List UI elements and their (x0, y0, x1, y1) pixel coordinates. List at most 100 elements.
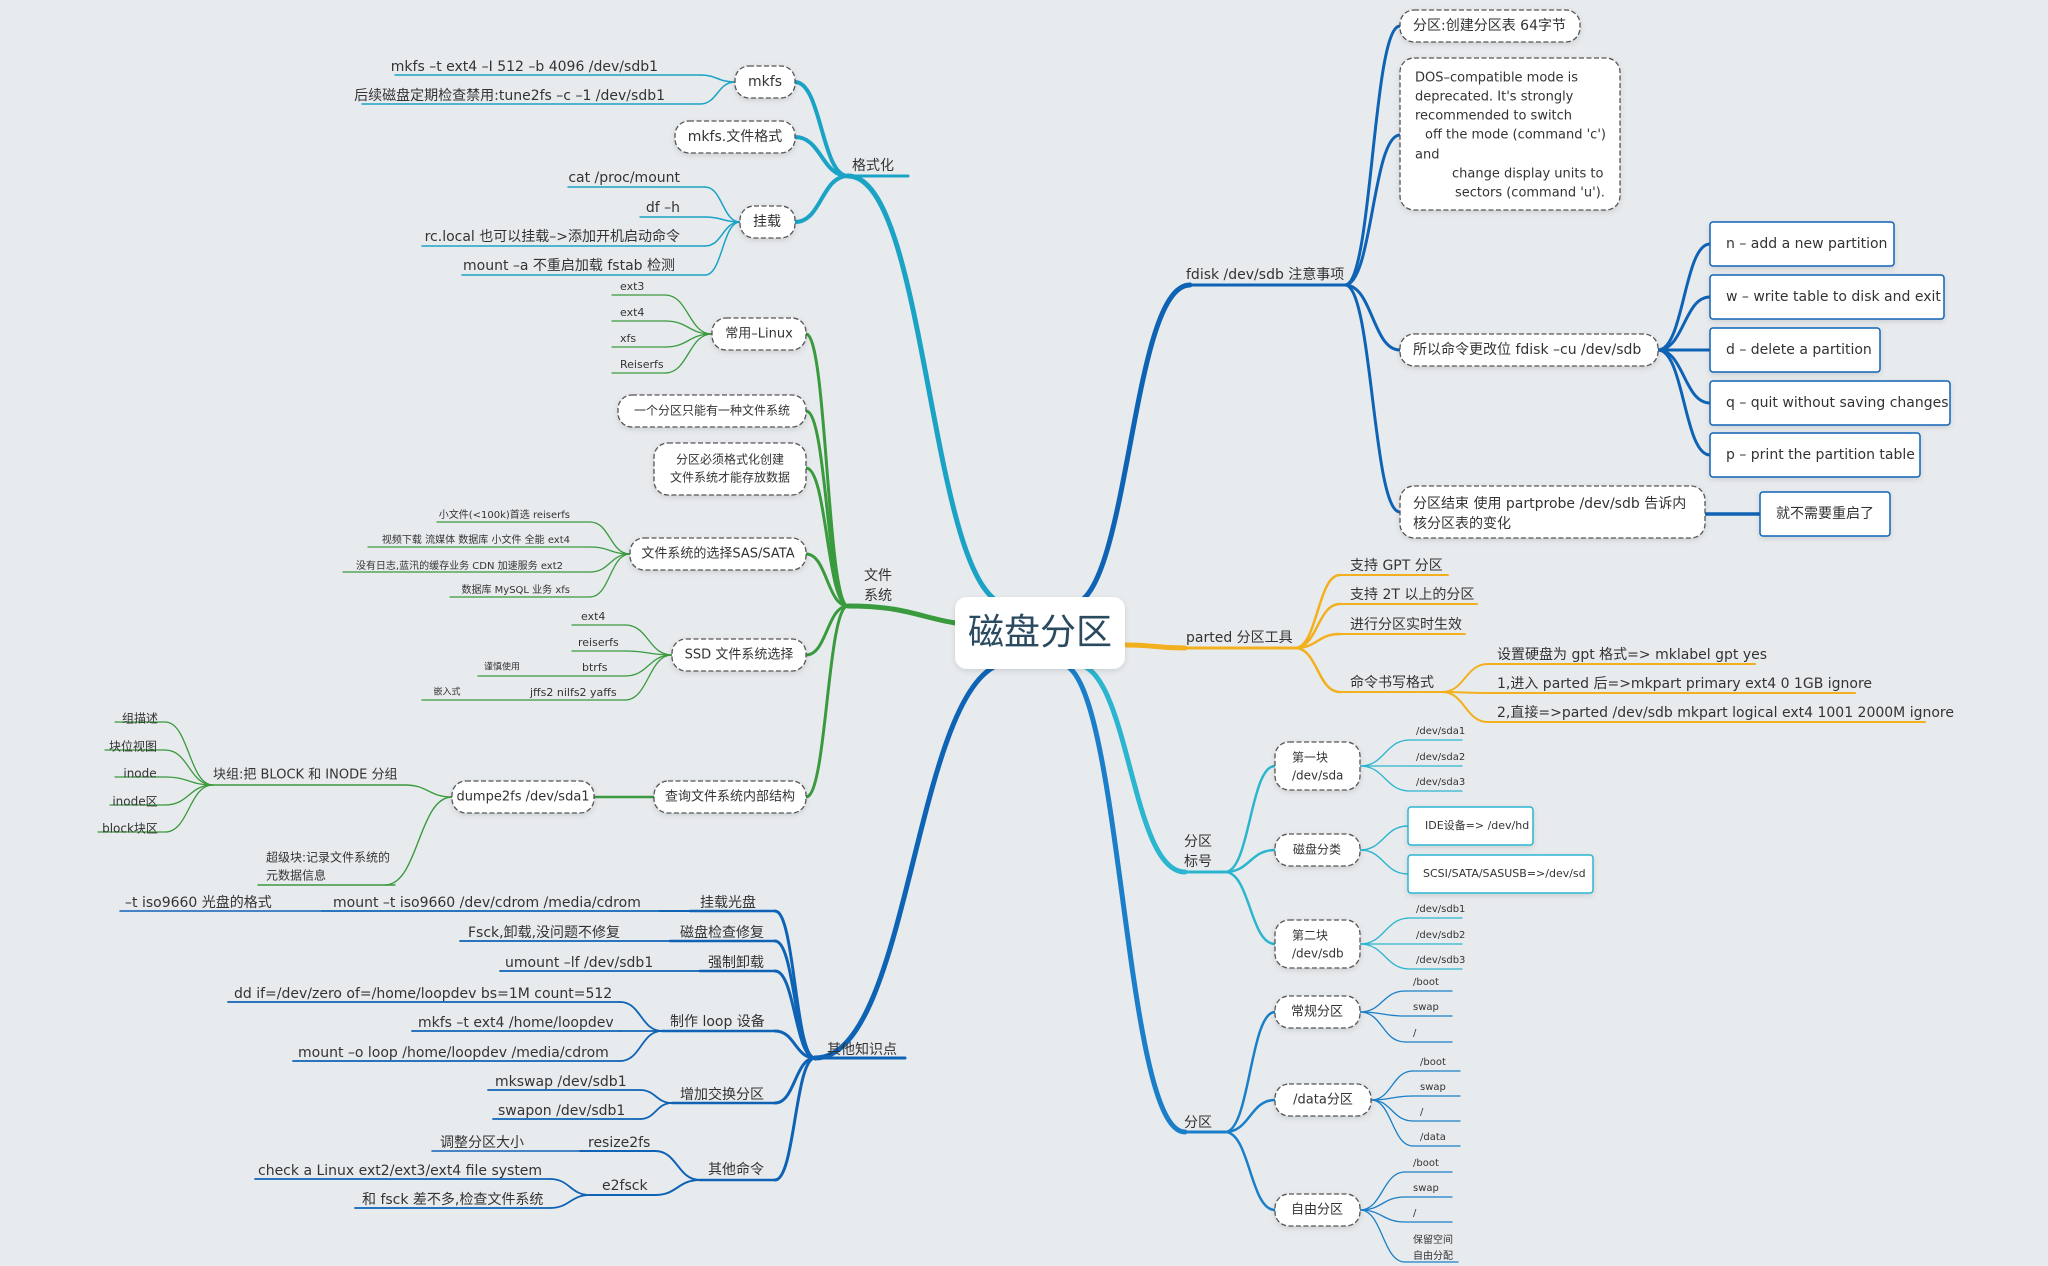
cloud-gpt[interactable] (1399, 9, 1581, 43)
topic-label: 支持 2T 以上的分区 (1350, 587, 1474, 603)
scsi-box[interactable] (1407, 854, 1594, 894)
connector-line (164, 721, 214, 786)
topic-label: /boot (1413, 977, 1439, 988)
topic-label: 分区:创建分区表 64字节 (1413, 18, 1566, 34)
connector-line (1359, 739, 1411, 767)
topic-label: 文件系统的选择SAS/SATA (641, 546, 794, 562)
branch-partition-label: 分区 (1184, 1115, 1212, 1131)
connector-line (624, 624, 673, 656)
cloud-free[interactable] (1274, 1193, 1361, 1227)
connector-line (1359, 990, 1406, 1013)
connector-line (1370, 1099, 1414, 1122)
cloud-dos[interactable] (1399, 57, 1621, 211)
topic-label: /boot (1420, 1057, 1446, 1068)
cloud-data[interactable] (1274, 1083, 1372, 1117)
fdisk-cmd-box[interactable] (1709, 221, 1895, 267)
topic-label: 分区必须格式化创建 (676, 452, 784, 467)
connector-line (639, 1102, 673, 1120)
cloud-fdisk-end[interactable] (1399, 485, 1706, 539)
fdisk-cmd-box[interactable] (1709, 274, 1945, 320)
topic-label: 磁盘分类 (1293, 842, 1341, 857)
connector-line (704, 186, 741, 223)
cloud-disk-kind[interactable] (1274, 833, 1361, 867)
topic-label: 小文件(<100k)首选 reiserfs (439, 508, 570, 521)
topic-label: /dev/sdb (1292, 947, 1344, 961)
topic-label: 和 fsck 差不多,检查文件系统 (362, 1191, 543, 1208)
connector-line (549, 1194, 591, 1209)
topic-label: d – delete a partition (1726, 342, 1872, 358)
topic-label: 块组:把 BLOCK 和 INODE 分组 (213, 768, 397, 783)
connector-line (1293, 646, 1342, 694)
connector-line (1370, 1099, 1414, 1147)
fdisk-cmd-box[interactable] (1709, 380, 1951, 426)
connector-line (624, 654, 673, 701)
topic-label: / (1413, 1028, 1417, 1039)
topic-label: 1,进入 parted 后=>mkpart primary ext4 0 1GB… (1497, 676, 1872, 692)
cloud-mkfs[interactable] (734, 65, 796, 99)
topic-label: inode (123, 767, 156, 781)
topic-label: mount –a 不重启加载 fstab 检测 (463, 258, 675, 274)
connector-line (589, 521, 631, 555)
topic-label: ext4 (620, 306, 644, 319)
connector-line (1223, 1098, 1277, 1134)
fdisk-cmd-box[interactable] (1709, 432, 1921, 478)
cloud-ssd[interactable] (671, 638, 807, 672)
connector-line (589, 553, 631, 573)
connector-line (1441, 663, 1489, 693)
topic-label: and (1415, 148, 1439, 163)
topic-label: mkfs –t ext4 –I 512 –b 4096 /dev/sdb1 (391, 59, 658, 75)
topic-label: /dev/sdb1 (1416, 904, 1465, 915)
cloud-second-disk[interactable] (1274, 919, 1361, 969)
topic-label: swap (1420, 1082, 1446, 1093)
root-topic[interactable] (955, 597, 1125, 669)
cloud-inspect-fs[interactable] (653, 780, 807, 814)
connector-line (384, 796, 453, 886)
cloud-dumpe2fs[interactable] (451, 780, 595, 814)
cloud-common-linux[interactable] (711, 317, 807, 351)
cloud-choose-fs[interactable] (629, 537, 807, 571)
topic-label: /dev/sda1 (1416, 726, 1465, 737)
no-reboot-box[interactable] (1759, 491, 1891, 537)
connector-line (1359, 917, 1411, 945)
connector-line (1359, 849, 1409, 875)
connector-line (639, 1089, 673, 1104)
topic-label: e2fsck (602, 1178, 648, 1194)
connector-line (1359, 825, 1409, 851)
branch-line-format (845, 173, 1013, 608)
topic-label: Fsck,卸载,没问题不修复 (468, 924, 620, 941)
ide-box[interactable] (1407, 806, 1534, 846)
topic-label: off the mode (command 'c') (1425, 128, 1606, 143)
topic-label: 2,直接=>parted /dev/sdb mkpart logical ext… (1497, 704, 1954, 721)
connector-line (1359, 1171, 1406, 1211)
connector-line (619, 1001, 663, 1032)
connector-line (654, 1179, 701, 1196)
connector-line (404, 784, 453, 798)
connector-line (804, 466, 850, 608)
branch-filesystem-label: 文件系统 (864, 568, 892, 604)
topic-label: SCSI/SATA/SASUSB=>/dev/sd (1423, 867, 1586, 880)
connector-line (1343, 283, 1402, 352)
topic-label: /dev/sdb2 (1416, 930, 1465, 941)
topic-label: mount –t iso9660 /dev/cdrom /media/cdrom (333, 895, 641, 911)
connector-line (1223, 870, 1277, 946)
topic-label: ext3 (620, 280, 644, 293)
topic-label: 块位视图 (109, 739, 157, 754)
topic-label: ext4 (581, 610, 605, 623)
cloud-one-fs[interactable] (617, 394, 807, 428)
connector-line (773, 1029, 817, 1060)
cloud-fdisk-cu[interactable] (1399, 333, 1659, 367)
topic-label: xfs (620, 332, 636, 345)
topic-label: mount –o loop /home/loopdev /media/cdrom (298, 1045, 609, 1061)
cloud-mkfs-fmt[interactable] (674, 120, 796, 154)
connector-line (1343, 133, 1402, 287)
cloud-must-format[interactable] (653, 442, 807, 496)
connector-line (589, 553, 631, 598)
connector-line (1370, 1070, 1414, 1101)
topic-label: 常用–Linux (725, 327, 793, 342)
fdisk-cmd-box[interactable] (1709, 327, 1881, 373)
topic-label: dumpe2fs /dev/sda1 (456, 790, 589, 805)
cloud-first-disk[interactable] (1274, 741, 1361, 791)
cloud-mount[interactable] (739, 205, 796, 239)
cloud-regular[interactable] (1274, 995, 1361, 1029)
